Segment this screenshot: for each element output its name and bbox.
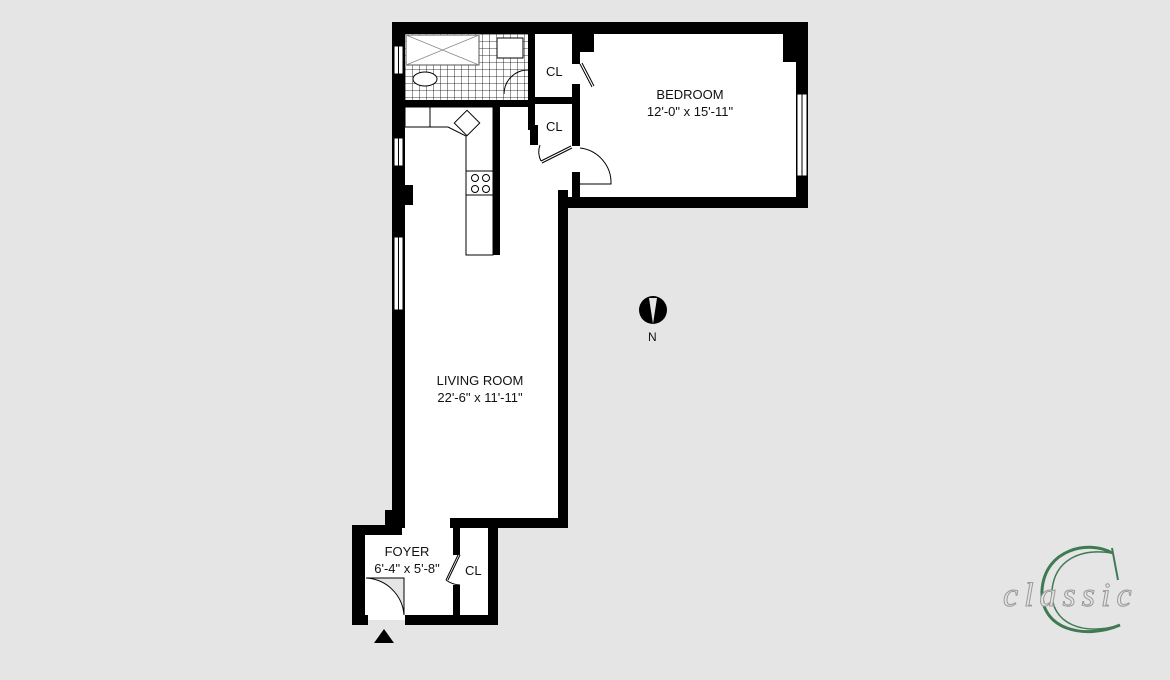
sink-icon	[453, 109, 481, 137]
bedroom-name: BEDROOM	[656, 87, 724, 102]
windows	[393, 45, 808, 311]
living-room-label: LIVING ROOM 22'-6" x 11'-11"	[410, 372, 550, 406]
compass-north-label: N	[648, 330, 657, 344]
foyer-dims: 6'-4" x 5'-8"	[374, 561, 440, 576]
compass-icon	[639, 296, 667, 324]
living-room-dims: 22'-6" x 11'-11"	[437, 390, 523, 405]
classic-logo	[1040, 545, 1121, 633]
doors	[365, 62, 612, 616]
closet-label: CL	[546, 64, 563, 79]
bedroom-label: BEDROOM 12'-0" x 15'-11"	[620, 86, 760, 120]
foyer-name: FOYER	[384, 544, 430, 559]
toilet-icon	[412, 71, 438, 87]
logo-text: classic	[1003, 577, 1138, 615]
sink-icon	[496, 37, 524, 59]
living-room-name: LIVING ROOM	[436, 373, 524, 388]
shower-icon	[405, 34, 480, 66]
bath-door	[503, 69, 529, 95]
bathroom	[405, 34, 529, 100]
foyer-label: FOYER 6'-4" x 5'-8"	[368, 543, 446, 577]
closet-label: CL	[465, 563, 482, 578]
bedroom-dims: 12'-0" x 15'-11"	[646, 104, 734, 119]
entry-arrow-icon	[374, 629, 394, 643]
closet-label: CL	[546, 119, 563, 134]
